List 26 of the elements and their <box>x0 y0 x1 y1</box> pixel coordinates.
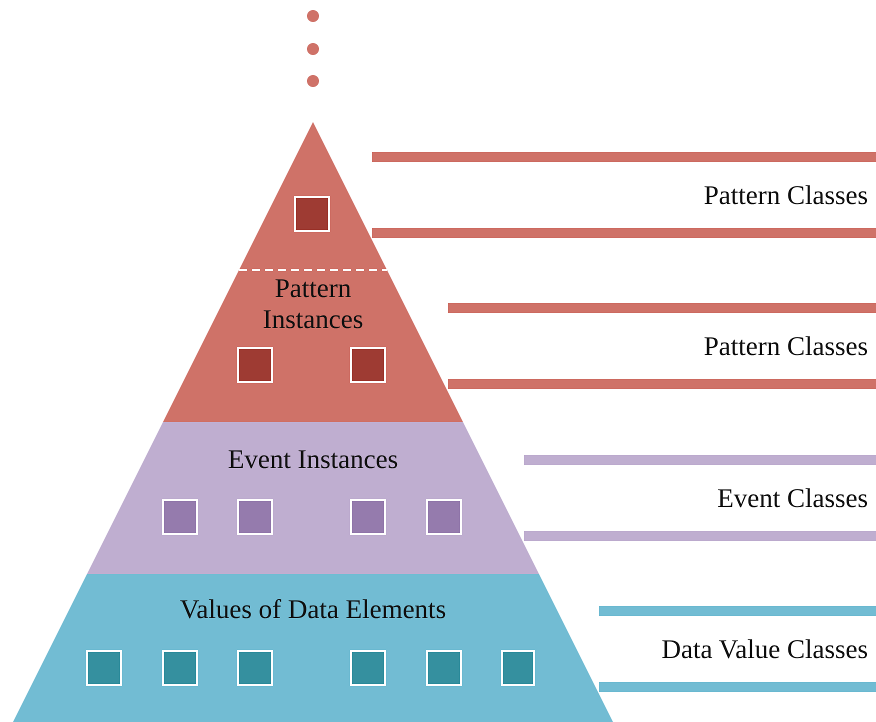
instance-square <box>501 650 535 686</box>
instance-square <box>426 499 462 535</box>
instance-square <box>86 650 122 686</box>
class-bracket <box>448 303 876 389</box>
class-label: Event Classes <box>717 482 868 514</box>
instance-square <box>426 650 462 686</box>
instance-square <box>350 499 386 535</box>
layer-title: Event Instances <box>226 444 400 475</box>
class-label: Pattern Classes <box>704 180 868 210</box>
instance-square <box>350 650 386 686</box>
instance-square <box>237 499 273 535</box>
class-bracket <box>372 152 876 238</box>
instance-square <box>162 650 198 686</box>
pyramid-layer <box>87 422 539 574</box>
instance-square <box>237 650 273 686</box>
class-label: Pattern Classes <box>704 330 868 362</box>
instance-square <box>350 347 386 383</box>
instance-square <box>294 196 330 232</box>
pyramid-layer <box>13 574 613 722</box>
instance-square <box>162 499 198 535</box>
class-label: Data Value Classes <box>662 634 868 664</box>
class-bracket <box>524 455 876 541</box>
layer-title: Values of Data Elements <box>178 594 448 625</box>
layer-title: Pattern Instances <box>262 273 364 335</box>
class-bracket <box>599 606 876 692</box>
instance-square <box>237 347 273 383</box>
